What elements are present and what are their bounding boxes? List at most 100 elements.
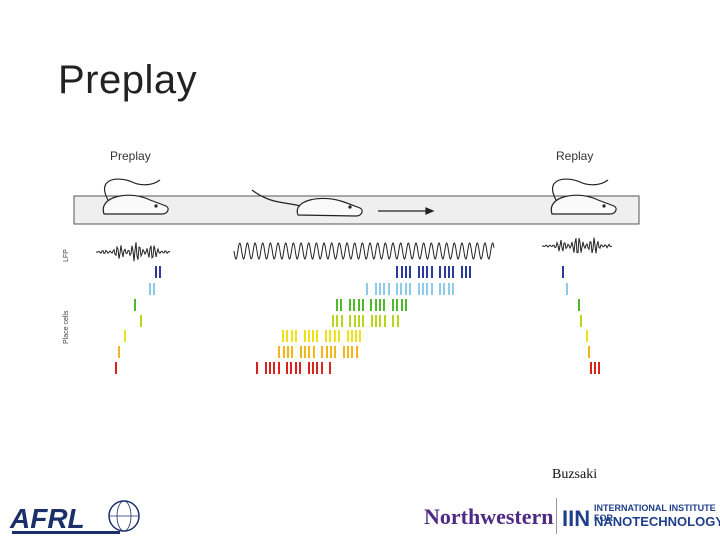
spike-tick [418, 283, 420, 295]
spike-tick [566, 283, 568, 295]
spike-tick [282, 330, 284, 342]
spike-tick [443, 283, 445, 295]
spike-tick [371, 315, 373, 327]
spike-tick [358, 315, 360, 327]
spike-tick [149, 283, 151, 295]
spike-tick [283, 346, 285, 358]
spike-tick [375, 299, 377, 311]
spike-tick [452, 266, 454, 278]
spike-tick [299, 362, 301, 374]
spike-tick [431, 283, 433, 295]
spike-tick [383, 299, 385, 311]
spike-tick [465, 266, 467, 278]
spike-tick [329, 330, 331, 342]
spike-tick [291, 346, 293, 358]
spike-tick [351, 346, 353, 358]
panel-label-preplay: Preplay [110, 149, 151, 163]
spike-tick [308, 346, 310, 358]
panel-label-replay: Replay [556, 149, 593, 163]
iin-line-2: NANOTECHNOLOGY [594, 514, 720, 529]
spike-tick [134, 299, 136, 311]
spike-tick [295, 330, 297, 342]
spike-tick [308, 330, 310, 342]
spike-tick [353, 299, 355, 311]
spike-tick [397, 315, 399, 327]
spike-tick [347, 346, 349, 358]
iin-mark-text: IIN [562, 506, 590, 531]
spike-tick [370, 299, 372, 311]
spike-tick [439, 266, 441, 278]
spike-tick [409, 266, 411, 278]
spike-tick [379, 315, 381, 327]
spike-tick [153, 283, 155, 295]
spike-tick [392, 299, 394, 311]
spike-tick [308, 362, 310, 374]
spike-tick [392, 315, 394, 327]
spike-tick [409, 283, 411, 295]
spike-tick [598, 362, 600, 374]
spike-tick [269, 362, 271, 374]
spike-tick [155, 266, 157, 278]
spike-tick [375, 283, 377, 295]
image-credit: Buzsaki [552, 467, 597, 483]
spike-tick [278, 346, 280, 358]
spike-tick [304, 346, 306, 358]
spike-tick [313, 346, 315, 358]
spike-tick [448, 266, 450, 278]
spike-tick [426, 283, 428, 295]
place-cells-axis-label: Place cells [63, 310, 70, 344]
spike-tick [355, 330, 357, 342]
spike-tick [396, 283, 398, 295]
spike-tick [356, 346, 358, 358]
spike-tick [431, 266, 433, 278]
spike-tick [340, 299, 342, 311]
spike-tick [562, 266, 564, 278]
spike-tick [316, 330, 318, 342]
spike-tick [422, 266, 424, 278]
spike-tick [594, 362, 596, 374]
spike-tick [384, 315, 386, 327]
spike-tick [586, 330, 588, 342]
spike-tick [349, 315, 351, 327]
spike-tick [351, 330, 353, 342]
spike-tick [291, 330, 293, 342]
spike-tick [334, 346, 336, 358]
spike-tick [341, 315, 343, 327]
spike-tick [448, 283, 450, 295]
spike-tick [325, 330, 327, 342]
spike-tick [366, 283, 368, 295]
spike-tick [588, 346, 590, 358]
lfp-trace [234, 243, 494, 259]
spike-tick [118, 346, 120, 358]
spike-tick [405, 283, 407, 295]
spike-tick [278, 362, 280, 374]
spike-tick [330, 346, 332, 358]
spike-tick [578, 299, 580, 311]
lfp-trace [542, 238, 612, 254]
footer-logos: AFRL Northwestern IIN INTERNATIONAL INST… [0, 490, 720, 540]
spike-tick [312, 330, 314, 342]
spike-tick [461, 266, 463, 278]
spike-tick [326, 346, 328, 358]
spike-tick [405, 299, 407, 311]
spike-tick [418, 266, 420, 278]
spike-tick [422, 283, 424, 295]
lfp-trace [96, 242, 170, 261]
spike-tick [379, 299, 381, 311]
spike-tick [396, 266, 398, 278]
spike-tick [312, 362, 314, 374]
spike-tick [115, 362, 117, 374]
spike-tick [124, 330, 126, 342]
spike-tick [332, 315, 334, 327]
spike-tick [469, 266, 471, 278]
spike-tick [140, 315, 142, 327]
spike-tick [343, 346, 345, 358]
spike-tick [159, 266, 161, 278]
spike-tick [359, 330, 361, 342]
spike-tick [304, 330, 306, 342]
spike-tick [286, 330, 288, 342]
spike-tick [396, 299, 398, 311]
spike-tick [286, 362, 288, 374]
spike-tick [316, 362, 318, 374]
